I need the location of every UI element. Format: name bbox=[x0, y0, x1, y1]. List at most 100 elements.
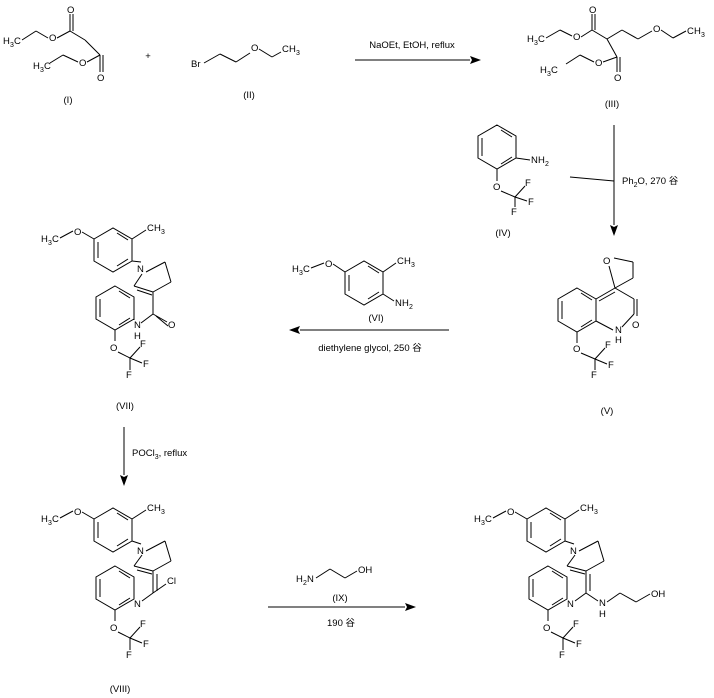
compound-VI-structure: H 3 C O C H 3 N H 2 bbox=[292, 256, 415, 311]
subscript-3: 3 bbox=[48, 240, 52, 247]
atom-C: C bbox=[303, 264, 310, 275]
atom-O: O bbox=[74, 507, 81, 518]
atom-F: F bbox=[143, 359, 149, 370]
atom-O: O bbox=[325, 259, 332, 270]
compound-label-I: (I) bbox=[64, 95, 73, 106]
compound-VIII-structure: H 3 C O C H 3 N Cl N O F bbox=[41, 503, 176, 661]
atom-F: F bbox=[126, 650, 132, 661]
compound-label-IX: (IX) bbox=[332, 593, 347, 604]
atom-H: H bbox=[154, 223, 161, 234]
atom-H: H bbox=[296, 574, 303, 585]
atom-H: H bbox=[41, 234, 48, 245]
atom-H: H bbox=[599, 609, 606, 620]
atom-O: O bbox=[507, 507, 514, 518]
subscript-3: 3 bbox=[296, 50, 300, 57]
atom-C: C bbox=[538, 34, 545, 45]
svg-text:POCl3, reflux: POCl3, reflux bbox=[132, 448, 187, 461]
compound-label-VII: (VII) bbox=[116, 401, 134, 412]
atom-O: O bbox=[110, 623, 117, 634]
compound-IV-structure: N H 2 O F F F bbox=[477, 124, 549, 218]
condition-step5: 190 谷 bbox=[327, 618, 355, 629]
compound-I-structure: H 3 C O O O O H 3 C bbox=[3, 5, 104, 84]
atom-F: F bbox=[126, 370, 132, 381]
atom-O: O bbox=[614, 73, 621, 84]
atom-H: H bbox=[538, 155, 545, 166]
atom-O: O bbox=[573, 344, 580, 355]
atom-N: N bbox=[134, 599, 141, 610]
atom-Br: Br bbox=[191, 59, 201, 70]
atom-C: C bbox=[52, 514, 59, 525]
subscript-3: 3 bbox=[40, 67, 44, 74]
atom-C: C bbox=[687, 26, 694, 37]
reagent-pointer-line bbox=[569, 176, 615, 182]
reaction-arrow-step5 bbox=[268, 603, 416, 611]
atom-C: C bbox=[282, 44, 289, 55]
reaction-arrow-step3 bbox=[289, 326, 449, 334]
atom-H: H bbox=[474, 514, 481, 525]
atom-H: H bbox=[289, 44, 296, 55]
compound-V-structure: O N H O O F F F bbox=[557, 256, 639, 381]
atom-N: N bbox=[134, 320, 141, 331]
compound-label-II: (II) bbox=[243, 90, 255, 101]
condition-step1: NaOEt, EtOH, reflux bbox=[369, 40, 455, 51]
subscript-3: 3 bbox=[481, 520, 485, 527]
atom-N: N bbox=[570, 546, 577, 557]
atom-H: H bbox=[292, 264, 299, 275]
atom-O: O bbox=[168, 320, 175, 331]
atom-C: C bbox=[52, 234, 59, 245]
atom-H: H bbox=[694, 26, 701, 37]
subscript-3: 3 bbox=[701, 32, 705, 39]
compound-VII-structure: H 3 C O C H 3 N O N H O bbox=[41, 223, 175, 381]
subscript-3: 3 bbox=[10, 42, 14, 49]
atom-H: H bbox=[41, 514, 48, 525]
subscript-3: 3 bbox=[299, 270, 303, 277]
atom-O: O bbox=[97, 73, 104, 84]
atom-O: O bbox=[74, 227, 81, 238]
atom-Cl: Cl bbox=[167, 576, 176, 587]
subscript-3: 3 bbox=[48, 520, 52, 527]
atom-O: O bbox=[653, 24, 660, 35]
atom-O: O bbox=[49, 33, 56, 44]
atom-N: N bbox=[395, 298, 402, 309]
atom-H: H bbox=[540, 65, 547, 76]
atom-F: F bbox=[591, 370, 597, 381]
subscript-3: 3 bbox=[161, 509, 165, 516]
atom-H: H bbox=[3, 36, 10, 47]
svg-text:Ph2O, 270 谷: Ph2O, 270 谷 bbox=[622, 176, 679, 189]
atom-O: O bbox=[67, 5, 74, 16]
atom-O: O bbox=[595, 58, 602, 69]
atom-N: N bbox=[531, 155, 538, 166]
atom-H: H bbox=[33, 61, 40, 72]
atom-H: H bbox=[404, 256, 411, 267]
atom-C: C bbox=[580, 503, 587, 514]
atom-H: H bbox=[587, 503, 594, 514]
atom-H: H bbox=[402, 298, 409, 309]
atom-OH: OH bbox=[651, 589, 665, 600]
atom-N: N bbox=[567, 599, 574, 610]
atom-N: N bbox=[615, 325, 622, 336]
atom-F: F bbox=[559, 650, 565, 661]
compound-label-VI: (VI) bbox=[368, 313, 383, 324]
atom-F: F bbox=[605, 340, 611, 351]
subscript-2: 2 bbox=[303, 580, 307, 587]
atom-H: H bbox=[154, 503, 161, 514]
subscript-3: 3 bbox=[534, 40, 538, 47]
atom-F: F bbox=[528, 197, 534, 208]
atom-F: F bbox=[143, 639, 149, 650]
atom-F: F bbox=[525, 178, 531, 189]
compound-product-structure: H 3 C O C H 3 N N N H OH bbox=[474, 503, 665, 661]
compound-label-V: (V) bbox=[601, 406, 614, 417]
atom-C: C bbox=[14, 36, 21, 47]
atom-O: O bbox=[493, 182, 500, 193]
condition-step3: diethylene glycol, 250 谷 bbox=[318, 343, 422, 354]
subscript-3: 3 bbox=[594, 509, 598, 516]
atom-F: F bbox=[511, 207, 517, 218]
atom-H: H bbox=[134, 331, 141, 342]
subscript-3: 3 bbox=[411, 262, 415, 269]
atom-C: C bbox=[147, 223, 154, 234]
atom-O: O bbox=[632, 320, 639, 331]
compound-IX-structure: H 2 N OH bbox=[296, 565, 372, 587]
atom-C: C bbox=[551, 65, 558, 76]
compound-label-VIII: (VIII) bbox=[110, 684, 131, 695]
